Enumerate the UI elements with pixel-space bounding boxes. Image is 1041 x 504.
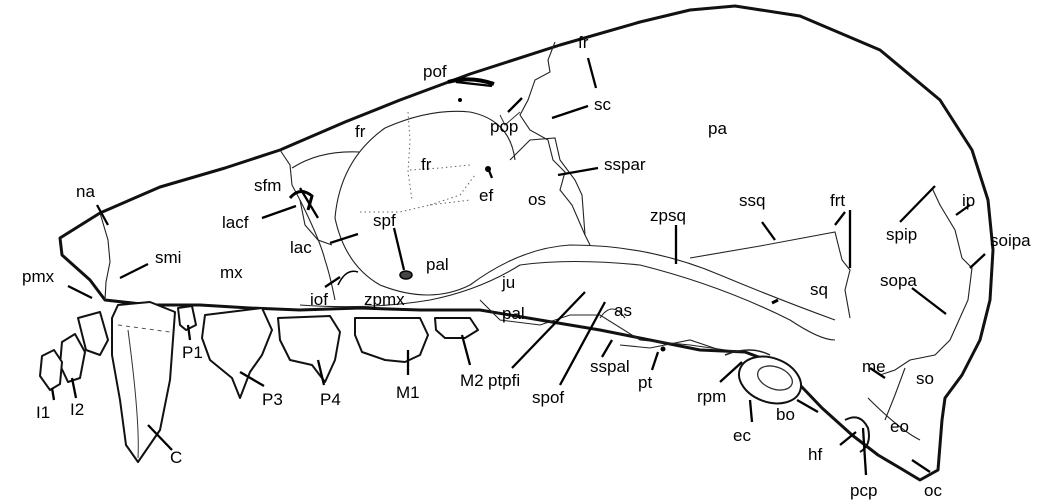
leader-oc bbox=[912, 460, 930, 472]
premolar-4 bbox=[278, 316, 340, 382]
label-ssq: ssq bbox=[739, 191, 765, 210]
label-sfm: sfm bbox=[254, 176, 281, 195]
leader-spf bbox=[394, 228, 404, 270]
label-spf: spf bbox=[373, 211, 396, 230]
label-lac: lac bbox=[290, 238, 312, 257]
label-soipa: soipa bbox=[990, 231, 1031, 250]
label-pop: pop bbox=[490, 117, 518, 136]
leader-iof bbox=[325, 277, 340, 287]
label-mx: mx bbox=[220, 263, 243, 282]
label-pmx: pmx bbox=[22, 267, 55, 286]
label-P3: P3 bbox=[262, 390, 283, 409]
label-ptpfi: ptpfi bbox=[488, 371, 520, 390]
leader-pt bbox=[652, 352, 658, 370]
label-spip: spip bbox=[886, 225, 917, 244]
label-C: C bbox=[170, 448, 182, 467]
label-me: me bbox=[862, 357, 886, 376]
leader-sspal bbox=[602, 340, 612, 357]
leader-pop bbox=[508, 98, 522, 112]
label-lacf: lacf bbox=[222, 213, 249, 232]
leader-sc bbox=[588, 58, 596, 88]
label-na: na bbox=[76, 182, 95, 201]
sphenopalatine-foramen bbox=[400, 271, 412, 279]
label-sspar: sspar bbox=[604, 155, 646, 174]
hypoglossal-foramen bbox=[845, 417, 869, 452]
leader-ec bbox=[750, 400, 752, 422]
infraorbital-foramen bbox=[338, 271, 358, 285]
label-fr-orbit: fr bbox=[421, 155, 432, 174]
leader-I1 bbox=[52, 388, 54, 400]
label-pa: pa bbox=[708, 119, 727, 138]
leader-pmx bbox=[68, 286, 92, 298]
label-ec: ec bbox=[733, 426, 751, 445]
label-pcp: pcp bbox=[850, 481, 877, 500]
molar-1 bbox=[355, 318, 428, 362]
label-iof: iof bbox=[310, 290, 328, 309]
label-M2: M2 bbox=[460, 371, 484, 390]
label-frt: frt bbox=[830, 191, 845, 210]
label-ju: ju bbox=[501, 273, 515, 292]
incisor-2 bbox=[60, 334, 85, 382]
label-fr-mid: fr bbox=[355, 122, 366, 141]
label-rpm: rpm bbox=[697, 387, 726, 406]
label-hf: hf bbox=[808, 445, 822, 464]
label-pt: pt bbox=[638, 373, 652, 392]
label-eo: eo bbox=[890, 417, 909, 436]
leader-lac-2 bbox=[330, 234, 358, 243]
leader-lacf bbox=[262, 206, 296, 218]
leader-hf bbox=[840, 432, 856, 445]
label-ef: ef bbox=[479, 186, 493, 205]
label-M1: M1 bbox=[396, 383, 420, 402]
label-sc: sc bbox=[594, 95, 612, 114]
label-so: so bbox=[916, 369, 934, 388]
leader-soipa bbox=[970, 254, 985, 268]
label-pal-lower: pal bbox=[502, 304, 525, 323]
label-os: os bbox=[528, 190, 546, 209]
label-P4: P4 bbox=[320, 390, 341, 409]
leader-ssq bbox=[762, 222, 775, 240]
label-pal-orbit: pal bbox=[426, 255, 449, 274]
label-I1: I1 bbox=[36, 403, 50, 422]
label-sopa: sopa bbox=[880, 271, 917, 290]
label-spof: spof bbox=[532, 388, 564, 407]
label-fr-top: fr bbox=[578, 33, 589, 52]
label-sq: sq bbox=[810, 280, 828, 299]
label-smi: smi bbox=[155, 248, 181, 267]
label-as: as bbox=[614, 301, 632, 320]
label-bo: bo bbox=[776, 405, 795, 424]
ear-canal bbox=[732, 348, 807, 411]
skull-outline bbox=[60, 6, 993, 480]
label-pof: pof bbox=[423, 62, 447, 81]
leader-M2 bbox=[462, 335, 470, 365]
leader-spip bbox=[900, 186, 935, 222]
leader-pcp bbox=[863, 428, 866, 475]
label-P1: P1 bbox=[182, 343, 203, 362]
premolar-1 bbox=[178, 306, 196, 330]
leader-frt bbox=[835, 212, 845, 225]
leader-sc-2 bbox=[552, 106, 588, 118]
canine-tooth bbox=[112, 302, 175, 462]
label-zpmx: zpmx bbox=[364, 290, 405, 309]
label-ip: ip bbox=[962, 191, 975, 210]
leader-sopa bbox=[912, 288, 946, 314]
label-zpsq: zpsq bbox=[650, 206, 686, 225]
label-oc: oc bbox=[924, 481, 942, 500]
label-sspal: sspal bbox=[590, 357, 630, 376]
label-I2: I2 bbox=[70, 400, 84, 419]
leader-smi bbox=[120, 264, 148, 278]
incisor-1 bbox=[40, 350, 62, 390]
molar-2 bbox=[435, 318, 478, 338]
